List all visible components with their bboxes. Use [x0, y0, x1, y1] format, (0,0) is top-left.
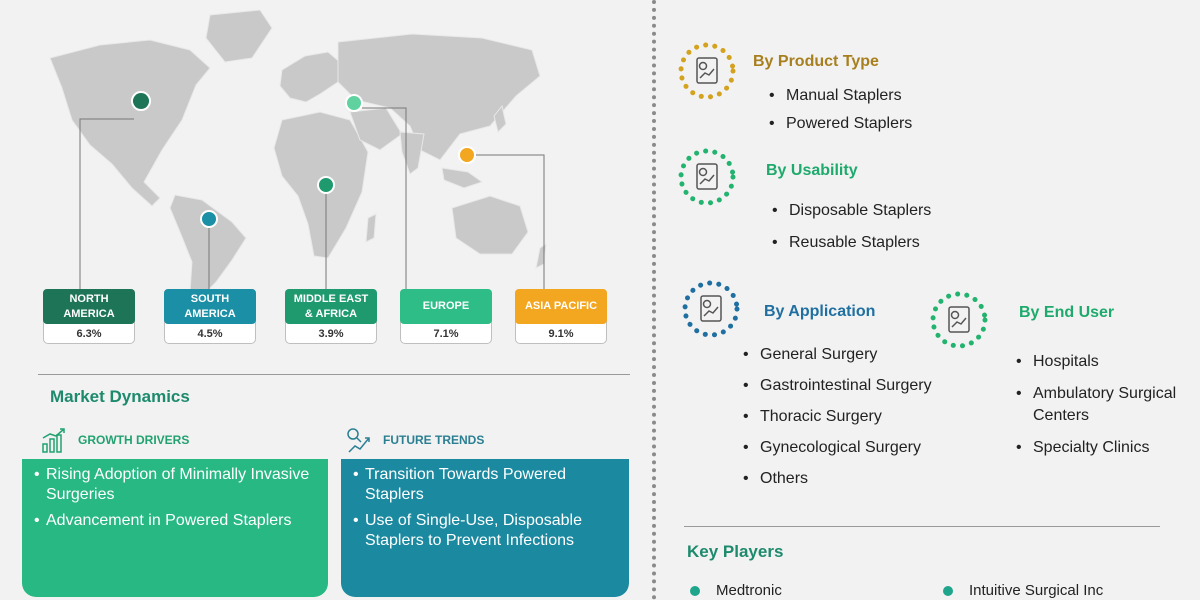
region-middle-east-africa: MIDDLE EAST & AFRICA 3.9% — [285, 289, 377, 354]
document-chart-icon — [682, 280, 740, 338]
growth-drivers-list: •Rising Adoption of Minimally Invasive S… — [22, 459, 328, 597]
section-divider — [38, 374, 630, 375]
list-item: •Others — [743, 470, 809, 487]
region-south-america: SOUTH AMERICA 4.5% — [164, 289, 256, 354]
list-item: •Use of Single-Use, Disposable Staplers … — [353, 512, 582, 549]
list-item: •Reusable Staplers — [772, 234, 920, 251]
list-item: •Powered Staplers — [769, 115, 913, 132]
list-item: •Hospitals — [1016, 353, 1099, 370]
market-dynamics-title: Market Dynamics — [50, 387, 190, 406]
usability-list: •Disposable Staplers •Reusable Staplers — [772, 201, 931, 253]
application-title: By Application — [764, 303, 876, 320]
region-label: EUROPE — [400, 289, 492, 324]
region-label: MIDDLE EAST & AFRICA — [285, 289, 377, 324]
bullet-dot — [690, 585, 700, 596]
document-chart-icon — [678, 42, 736, 100]
end-user-title: By End User — [1019, 304, 1115, 321]
future-trends-list: •Transition Towards Powered Staplers •Us… — [341, 459, 629, 597]
list-item: •Specialty Clinics — [1016, 439, 1150, 456]
world-map — [49, 9, 547, 299]
asia-pacific-marker — [458, 146, 476, 164]
document-chart-icon — [930, 291, 988, 349]
list-item: •Disposable Staplers — [772, 202, 932, 219]
growth-drivers-header: GROWTH DRIVERS — [40, 426, 189, 454]
vertical-divider — [652, 0, 656, 600]
north-america-marker — [131, 91, 151, 111]
region-label: SOUTH AMERICA — [164, 289, 256, 324]
regional-overview: NORTH AMERICA 6.3% SOUTH AMERICA 4.5% MI… — [22, 9, 630, 597]
region-north-america: NORTH AMERICA 6.3% — [43, 289, 135, 354]
list-item: •Advancement in Powered Staplers — [34, 512, 292, 529]
usability-title: By Usability — [766, 162, 858, 179]
list-item: •General Surgery — [743, 346, 878, 363]
middle-east-africa-marker — [317, 176, 335, 194]
south-america-marker — [200, 210, 218, 228]
bar-chart-icon — [42, 428, 65, 453]
product-type-title: By Product Type — [753, 53, 879, 70]
growth-drivers-heading: GROWTH DRIVERS — [78, 433, 190, 447]
key-players-title: Key Players — [687, 542, 784, 561]
list-item: •Ambulatory Surgical Centers — [1016, 385, 1177, 424]
region-label: ASIA PACIFIC — [515, 289, 607, 324]
region-europe: EUROPE 7.1% — [400, 289, 492, 354]
europe-marker — [345, 94, 363, 112]
product-type-list: •Manual Staplers •Powered Staplers — [769, 86, 912, 134]
list-item: •Rising Adoption of Minimally Invasive S… — [34, 466, 310, 503]
region-asia-pacific: ASIA PACIFIC 9.1% — [515, 289, 607, 354]
trend-analysis-icon — [347, 428, 370, 453]
bullet-dot — [943, 585, 953, 596]
future-trends-heading: FUTURE TRENDS — [383, 433, 485, 447]
end-user-list: •Hospitals •Ambulatory Surgical Centers … — [1016, 352, 1196, 458]
key-player-item: Intuitive Surgical Inc — [943, 582, 1103, 599]
section-divider — [684, 526, 1160, 527]
application-list: •General Surgery •Gastrointestinal Surge… — [743, 345, 932, 489]
region-label: NORTH AMERICA — [43, 289, 135, 324]
key-player-item: Medtronic — [690, 582, 782, 599]
list-item: •Thoracic Surgery — [743, 408, 882, 425]
list-item: •Transition Towards Powered Staplers — [353, 466, 566, 503]
list-item: •Manual Staplers — [769, 87, 902, 104]
list-item: •Gastrointestinal Surgery — [743, 377, 932, 394]
list-item: •Gynecological Surgery — [743, 439, 921, 456]
document-chart-icon — [678, 148, 736, 206]
future-trends-header: FUTURE TRENDS — [345, 426, 484, 454]
